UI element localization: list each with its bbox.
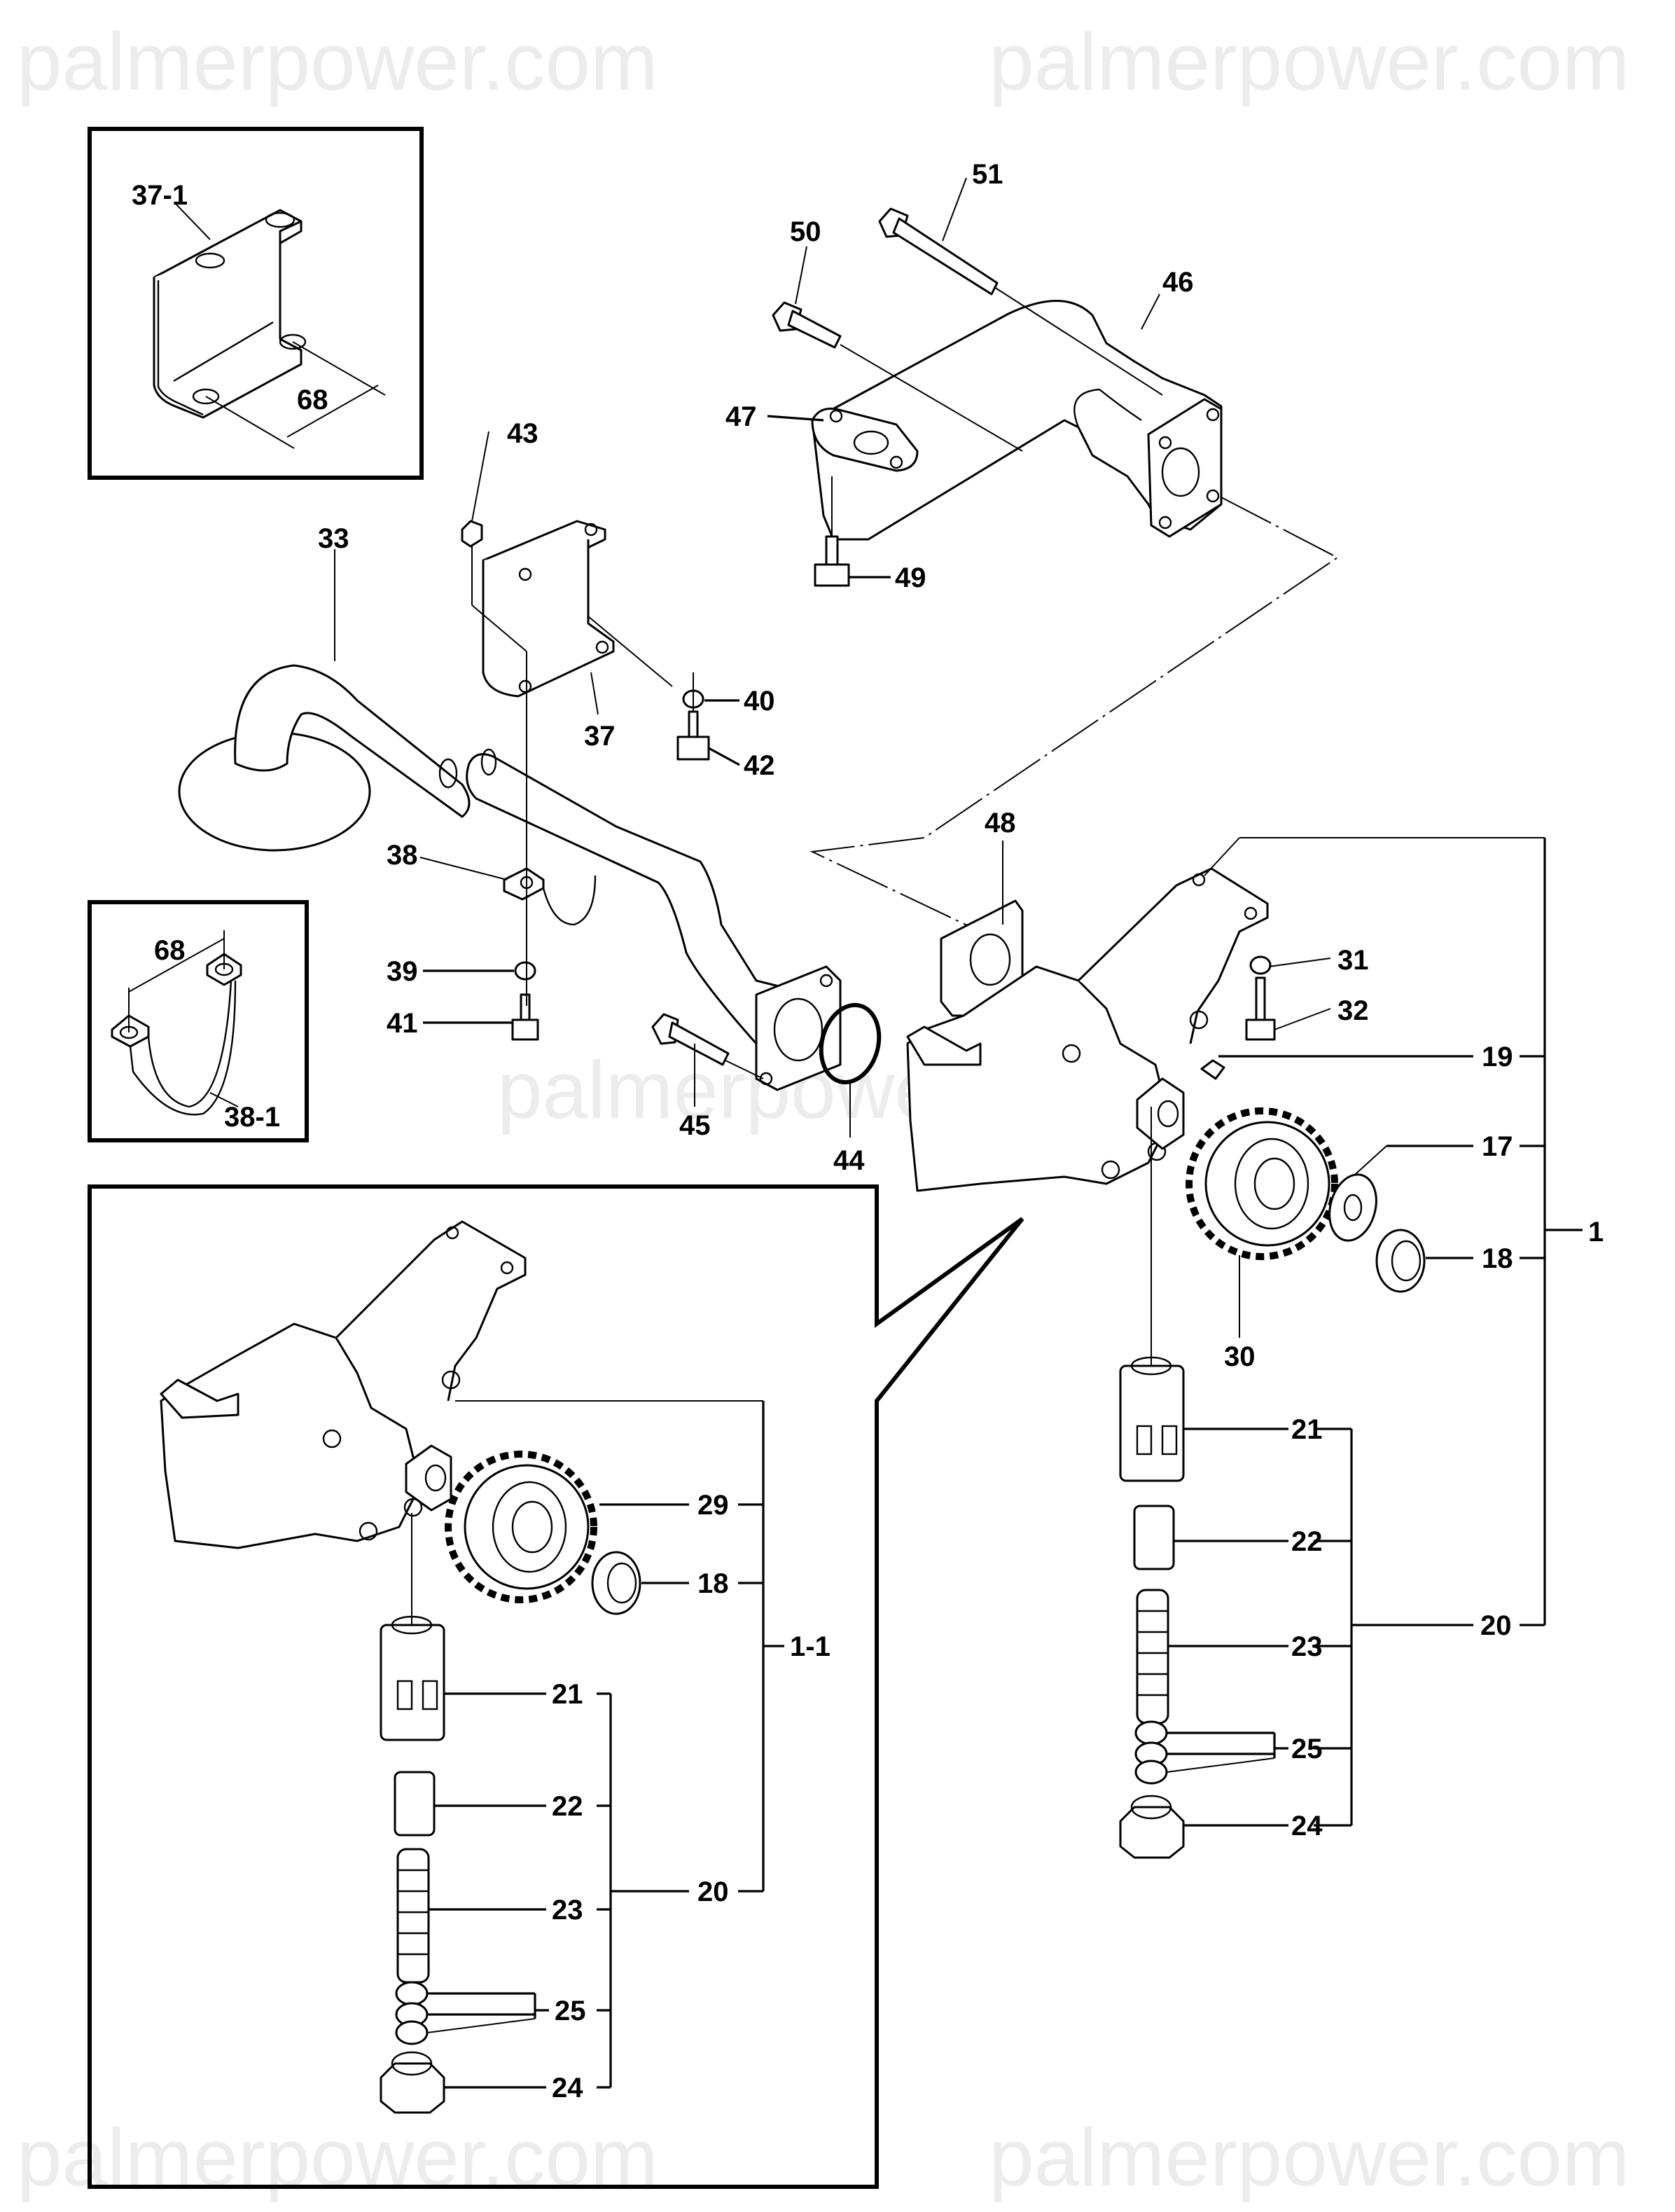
callout-23-1-1: 23 (552, 1895, 583, 1926)
bolt-49 (814, 535, 850, 587)
watermark-top-left: palmerpower.com (17, 16, 658, 107)
callout-51: 51 (972, 159, 1003, 190)
bolt-41 (511, 993, 539, 1041)
plunger-22-1-1 (394, 1771, 436, 1837)
callout-1-1: 1-1 (790, 1631, 830, 1662)
callout-22: 22 (1291, 1526, 1323, 1557)
callout-42: 42 (744, 750, 775, 781)
plug-24-1-1 (380, 2051, 445, 2114)
bolt-51 (878, 207, 999, 296)
gear-29 (445, 1451, 597, 1603)
outlet-pipe-46 (811, 300, 1223, 541)
callout-25-1-1: 25 (555, 1996, 586, 2026)
dimension-68-a: 68 (297, 385, 328, 415)
callout-25: 25 (1291, 1734, 1323, 1764)
callout-40: 40 (744, 686, 775, 717)
shims-25 (1134, 1720, 1168, 1785)
callout-20-1-1: 20 (697, 1876, 729, 1907)
relief-valve-body-21-1-1 (380, 1615, 445, 1741)
inset-frame (88, 900, 309, 1142)
spring-23 (1136, 1589, 1169, 1724)
callout-49: 49 (895, 562, 926, 593)
flange-with-gasket (755, 965, 842, 1091)
nut-43 (461, 520, 483, 548)
washer-39 (514, 961, 536, 981)
callout-48: 48 (985, 808, 1016, 838)
gasket-47 (811, 407, 919, 472)
callout-18-1-1: 18 (697, 1568, 729, 1599)
callout-30: 30 (1224, 1341, 1256, 1372)
clamp-38 (503, 867, 597, 926)
callout-47: 47 (725, 401, 757, 432)
callout-18: 18 (1482, 1243, 1513, 1274)
key-19 (1200, 1059, 1225, 1080)
callout-1: 1 (1588, 1217, 1604, 1247)
callout-29: 29 (697, 1490, 729, 1521)
spring-23-1-1 (396, 1848, 430, 1984)
callout-50: 50 (790, 216, 821, 247)
bracket-37-1-drawing (153, 209, 307, 419)
callout-23: 23 (1291, 1631, 1323, 1662)
callout-24: 24 (1291, 1811, 1323, 1841)
callout-37-1: 37-1 (132, 180, 188, 211)
callout-38-1: 38-1 (224, 1102, 280, 1133)
gasket-48 (940, 899, 1024, 1017)
bolt-50 (772, 301, 842, 349)
callout-38: 38 (387, 840, 418, 871)
callout-31: 31 (1337, 945, 1369, 976)
callout-20: 20 (1480, 1610, 1512, 1641)
washer-31 (1249, 955, 1272, 975)
callout-43: 43 (507, 418, 538, 449)
shims-25-1-1 (395, 1981, 429, 2045)
callout-37: 37 (584, 721, 616, 752)
dimension-line (286, 385, 379, 438)
callout-44: 44 (833, 1145, 865, 1176)
plunger-22 (1133, 1505, 1175, 1570)
dimension-68-b: 68 (154, 935, 186, 966)
watermark-bottom-right: palmerpower.com (989, 2112, 1629, 2203)
inset-pump-1-1: 29 18 1-1 21 22 20 23 25 24 (88, 1184, 1024, 2189)
plug-24 (1119, 1795, 1185, 1859)
callout-33: 33 (318, 523, 349, 554)
callout-45: 45 (679, 1110, 711, 1141)
nut-18 (1375, 1229, 1426, 1293)
bolt-32 (1245, 976, 1276, 1041)
oil-pump-body-1-1 (160, 1220, 527, 1549)
inset-frame-callout (88, 1184, 1024, 2189)
callout-24-1-1: 24 (552, 2073, 583, 2103)
alignment-line-outlet (809, 497, 1339, 932)
bracket-37 (482, 520, 615, 698)
clamp-38-1-drawing (111, 953, 242, 1116)
watermark-bottom-left: palmerpower.com (17, 2112, 658, 2203)
oil-strainer-33 (178, 664, 471, 852)
inset-bracket-37-1: 37-1 68 (88, 127, 424, 480)
callout-32: 32 (1337, 995, 1369, 1026)
washer-17 (1328, 1173, 1377, 1242)
watermark-top-right: palmerpower.com (989, 16, 1629, 107)
callout-21-1-1: 21 (552, 1679, 583, 1710)
relief-valve-body-21 (1119, 1356, 1185, 1482)
oil-pump-body (906, 867, 1269, 1192)
callout-41: 41 (387, 1008, 418, 1039)
callout-46: 46 (1162, 267, 1194, 298)
callout-22-1-1: 22 (552, 1791, 583, 1822)
inset-clamp-38-1: 68 38-1 (88, 900, 309, 1142)
inset-frame (88, 127, 424, 480)
nut-18-1-1 (591, 1551, 641, 1615)
callout-21: 21 (1291, 1414, 1323, 1445)
callout-19: 19 (1482, 1042, 1513, 1072)
bolt-42 (676, 710, 710, 761)
callout-17: 17 (1482, 1131, 1513, 1162)
o-ring-44 (819, 1002, 882, 1085)
bolt-45 (651, 1013, 730, 1066)
suction-pipe (466, 748, 786, 1045)
gear-30 (1186, 1107, 1338, 1260)
callout-39: 39 (387, 956, 418, 987)
